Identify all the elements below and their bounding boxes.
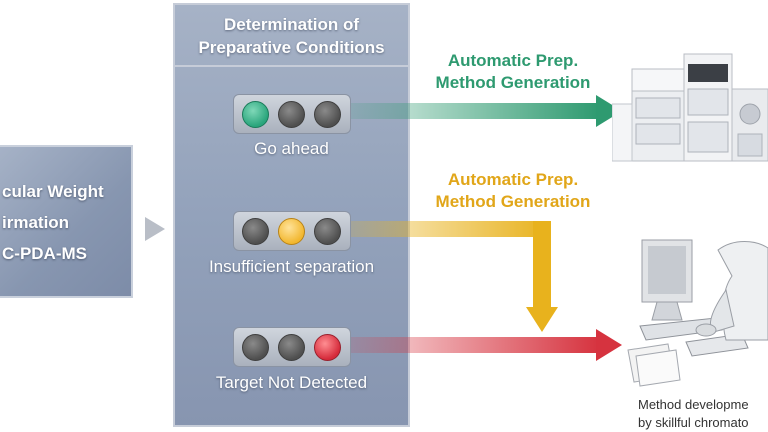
status-go-ahead: Go ahead [254, 139, 329, 158]
traffic-light-go [233, 94, 351, 134]
green-arrow-icon [351, 95, 622, 127]
yellow-arrow-icon [351, 221, 558, 332]
yellow-light-icon [278, 218, 305, 245]
note-line-1: Method developme [638, 397, 749, 412]
off-light-icon [314, 218, 341, 245]
off-light-icon [242, 218, 269, 245]
panel-title-line-1: Determination of [223, 15, 360, 34]
ms-confirmation-box: cular Weight irmation C-PDA-MS [0, 145, 133, 298]
status-target-not-detected: Target Not Detected [215, 373, 368, 392]
off-light-icon [242, 334, 269, 361]
box-line-3: C-PDA-MS [2, 244, 87, 263]
off-light-icon [314, 101, 341, 128]
caption-line-2: Method Generation [435, 192, 591, 211]
caption-line-1: Automatic Prep. [447, 51, 579, 70]
red-arrow-icon [351, 329, 622, 361]
off-light-icon [278, 334, 305, 361]
panel-title: Determination of Preparative Conditions [175, 5, 408, 67]
box-line-2: irmation [2, 213, 70, 232]
note-line-2: by skillful chromato [638, 415, 749, 430]
caption-line-2: Method Generation [435, 73, 591, 92]
preparative-conditions-panel: Determination of Preparative Conditions … [173, 3, 410, 427]
hplc-instrument-image [612, 53, 768, 162]
off-light-icon [278, 101, 305, 128]
red-light-icon [314, 334, 341, 361]
traffic-light-caution [233, 211, 351, 251]
traffic-light-stop [233, 327, 351, 367]
method-development-note: Method developme by skillful chromato [638, 396, 749, 432]
chromatographer-illustration [627, 239, 768, 387]
flow-arrow-icon [145, 217, 165, 241]
status-insufficient-separation: Insufficient separation [208, 257, 375, 276]
green-light-icon [242, 101, 269, 128]
panel-title-line-2: Preparative Conditions [198, 38, 385, 57]
caption-line-1: Automatic Prep. [447, 170, 579, 189]
caption-auto-prep-green: Automatic Prep. Method Generation [418, 50, 608, 94]
box-line-1: cular Weight [2, 182, 104, 201]
caption-auto-prep-yellow: Automatic Prep. Method Generation [418, 169, 608, 213]
